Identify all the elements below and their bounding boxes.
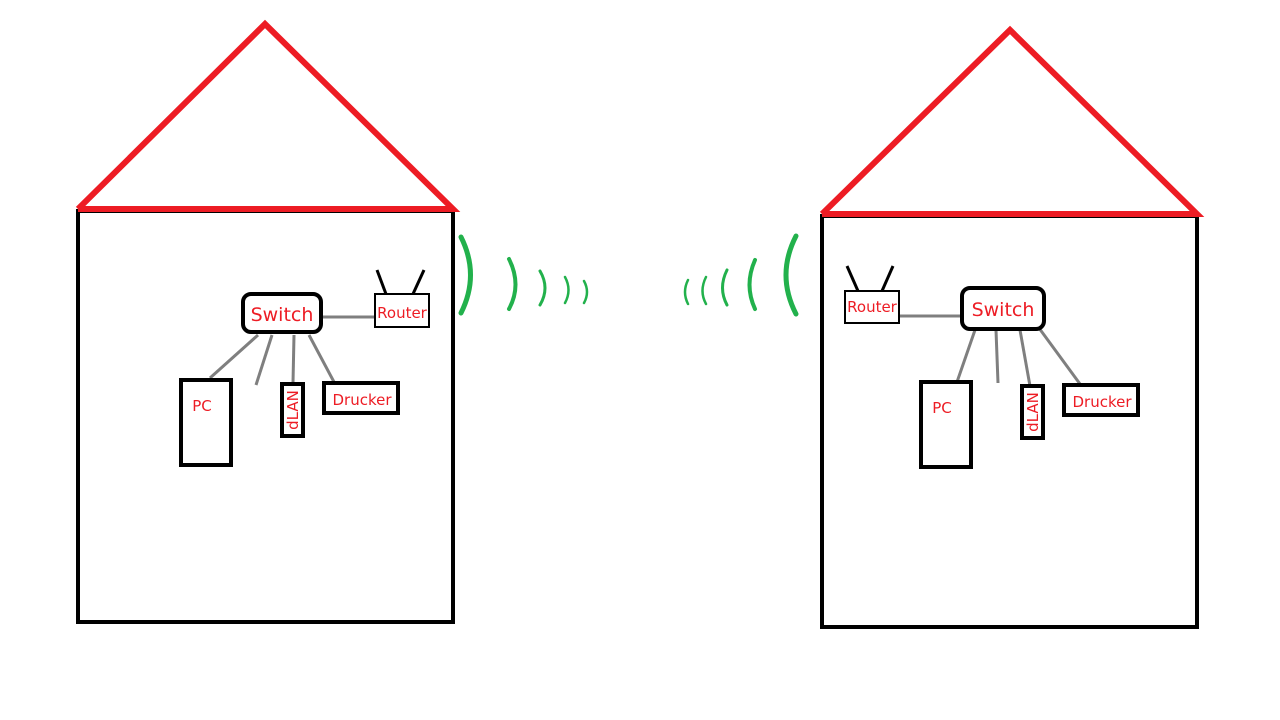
router-box [374,293,430,328]
house-right-wall [820,214,1199,629]
house-right: Router Switch PC dLAN Drucker [819,25,1205,629]
pc-box [919,380,973,469]
switch-box [241,292,323,334]
printer-label: Drucker [332,391,392,409]
switch-box [960,286,1046,331]
printer-box [1062,383,1140,417]
switch-label: Switch [251,304,314,326]
cable-switch-loose [994,329,1000,384]
cable-switch-pc [208,333,260,380]
house-left-wall [76,209,455,624]
dlan-label: dLAN [284,390,302,430]
cable-switch-printer [307,334,336,383]
switch-label: Switch [972,299,1035,321]
router-antenna-icon [845,265,860,292]
printer-box [322,381,400,415]
dlan-label: dLAN [1024,392,1042,432]
cable-switch-dlan [1018,329,1032,387]
wifi-waves-right-icon [683,233,799,317]
house-right-roof [819,25,1205,217]
cable-switch-dlan [291,334,296,384]
house-right-cables [898,314,1082,387]
printer-label: Drucker [1072,393,1132,411]
cable-switch-printer [1037,327,1082,385]
router-antenna-icon [411,269,426,295]
dlan-box [280,382,305,438]
house-left-cables [208,315,376,386]
house-left-roof [75,19,461,212]
pc-label: PC [192,397,212,415]
router-box [844,290,900,324]
cable-switch-loose [254,334,274,386]
router-antenna-icon [375,269,388,295]
house-left: Switch Router PC dLAN Drucker [75,19,461,624]
cable-switch-pc [955,329,977,383]
pc-box [179,378,233,467]
router-antenna-icon [880,265,895,292]
router-label: Router [847,298,898,316]
wifi-waves-left-icon [458,234,589,316]
pc-label: PC [932,399,952,417]
dlan-box [1020,384,1045,440]
router-label: Router [377,304,428,322]
router: Router [844,265,900,324]
router: Router [374,269,430,328]
